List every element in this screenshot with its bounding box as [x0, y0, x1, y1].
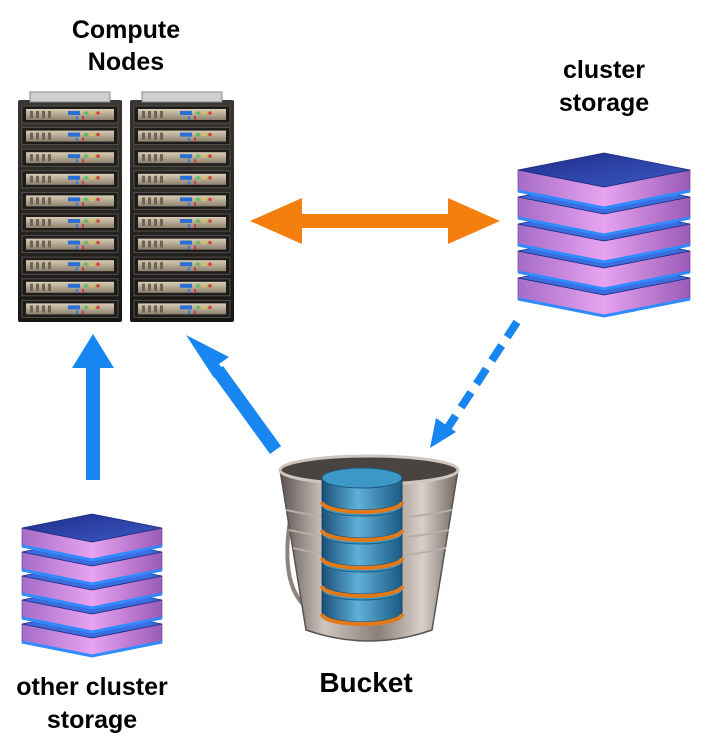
- server-unit: [21, 213, 119, 232]
- db-disk: [320, 467, 404, 514]
- server-unit: [21, 278, 119, 297]
- label-compute-nodes-2: Nodes: [88, 48, 164, 76]
- arrow-bucket-to-compute: [186, 335, 283, 454]
- server-unit: [133, 299, 231, 318]
- storage-stack-icon: [21, 513, 163, 658]
- server-unit: [133, 278, 231, 297]
- server-unit: [133, 170, 231, 189]
- server-unit: [21, 170, 119, 189]
- server-unit: [133, 213, 231, 232]
- storage-disk: [517, 152, 691, 210]
- server-unit: [21, 105, 119, 124]
- server-unit: [21, 299, 119, 318]
- label-cluster-storage-1: cluster: [563, 56, 645, 84]
- server-unit: [133, 148, 231, 167]
- server-unit: [21, 256, 119, 275]
- server-unit: [133, 191, 231, 210]
- server-unit: [133, 235, 231, 254]
- dashed-arrow-storage-to-bucket: [430, 319, 521, 448]
- label-other-storage-1: other cluster: [16, 673, 168, 701]
- server-unit: [21, 148, 119, 167]
- storage-stack-icon: [517, 152, 691, 318]
- bidirectional-arrow: [250, 198, 500, 244]
- arrow-up: [72, 334, 114, 480]
- server-rack-right: [130, 91, 234, 322]
- label-other-storage-2: storage: [47, 706, 137, 734]
- server-rack-icon: [18, 91, 234, 322]
- label-cluster-storage-2: storage: [559, 89, 649, 117]
- server-unit: [133, 256, 231, 275]
- bucket-database-icon: [278, 454, 460, 642]
- server-unit: [133, 127, 231, 146]
- server-unit: [21, 191, 119, 210]
- server-unit: [21, 235, 119, 254]
- label-bucket: Bucket: [319, 667, 412, 698]
- server-unit: [133, 105, 231, 124]
- storage-disk: [21, 513, 163, 562]
- server-unit: [21, 127, 119, 146]
- server-rack-left: [18, 91, 122, 322]
- label-compute-nodes-1: Compute: [72, 16, 180, 44]
